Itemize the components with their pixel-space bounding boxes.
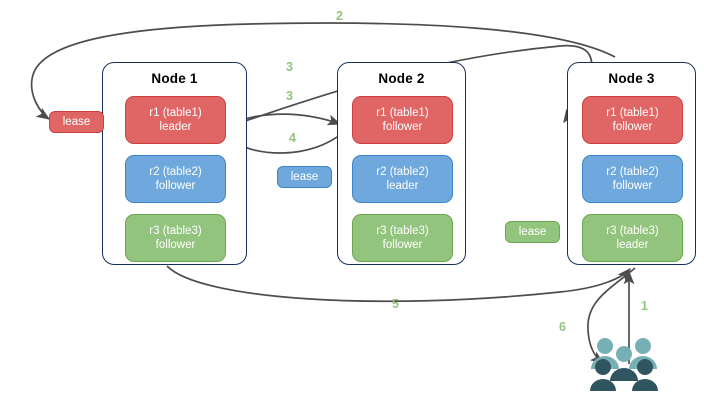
- step-label-1: 1: [641, 299, 648, 313]
- node-box-node-2[interactable]: Node 2 r1 (table1) follower r2 (table2) …: [337, 62, 466, 265]
- lease-label: lease: [290, 171, 319, 183]
- step-label-5: 5: [392, 297, 399, 311]
- lease-label: lease: [518, 226, 547, 238]
- replica-role: follower: [382, 239, 423, 251]
- node-title: Node 3: [608, 71, 655, 86]
- replica-name: r2 (table2): [149, 166, 202, 178]
- replica-r1-node-1[interactable]: r1 (table1) leader: [125, 96, 226, 144]
- lease-badge-r3[interactable]: lease: [505, 221, 560, 243]
- replica-r3-node-1[interactable]: r3 (table3) follower: [125, 214, 226, 262]
- replica-role: leader: [159, 121, 192, 133]
- node-box-node-1[interactable]: Node 1 r1 (table1) leader r2 (table2) fo…: [102, 62, 247, 265]
- replica-role: leader: [386, 180, 419, 192]
- replica-r2-node-2[interactable]: r2 (table2) leader: [352, 155, 453, 203]
- replica-r2-node-3[interactable]: r2 (table2) follower: [582, 155, 683, 203]
- replica-name: r1 (table1): [149, 107, 202, 119]
- replica-name: r1 (table1): [376, 107, 429, 119]
- node-title: Node 2: [378, 71, 425, 86]
- replica-role: follower: [612, 180, 653, 192]
- lease-badge-r2[interactable]: lease: [277, 166, 332, 188]
- node-box-node-3[interactable]: Node 3 r1 (table1) follower r2 (table2) …: [567, 62, 696, 265]
- replica-role: follower: [612, 121, 653, 133]
- replica-role: follower: [382, 121, 423, 133]
- replica-r3-node-2[interactable]: r3 (table3) follower: [352, 214, 453, 262]
- step-label-6: 6: [559, 320, 566, 334]
- replica-name: r1 (table1): [606, 107, 659, 119]
- replica-role: follower: [155, 180, 196, 192]
- users-group-icon[interactable]: [588, 336, 660, 392]
- lease-label: lease: [62, 116, 91, 128]
- step-label-2: 2: [336, 9, 343, 23]
- replica-role: follower: [155, 239, 196, 251]
- replica-name: r3 (table3): [606, 225, 659, 237]
- replica-name: r3 (table3): [376, 225, 429, 237]
- replica-role: leader: [616, 239, 649, 251]
- replica-r3-node-3[interactable]: r3 (table3) leader: [582, 214, 683, 262]
- step-label-3b: 3: [286, 89, 293, 103]
- step-label-3a: 3: [286, 60, 293, 74]
- arrow-step-5: [166, 265, 631, 303]
- replica-name: r2 (table2): [606, 166, 659, 178]
- node-title: Node 1: [151, 71, 198, 86]
- step-label-4: 4: [289, 131, 296, 145]
- users-icon: [590, 338, 658, 391]
- replica-name: r2 (table2): [376, 166, 429, 178]
- replica-name: r3 (table3): [149, 225, 202, 237]
- lease-badge-r1[interactable]: lease: [49, 111, 104, 133]
- replica-r2-node-1[interactable]: r2 (table2) follower: [125, 155, 226, 203]
- replica-r1-node-2[interactable]: r1 (table1) follower: [352, 96, 453, 144]
- replica-r1-node-3[interactable]: r1 (table1) follower: [582, 96, 683, 144]
